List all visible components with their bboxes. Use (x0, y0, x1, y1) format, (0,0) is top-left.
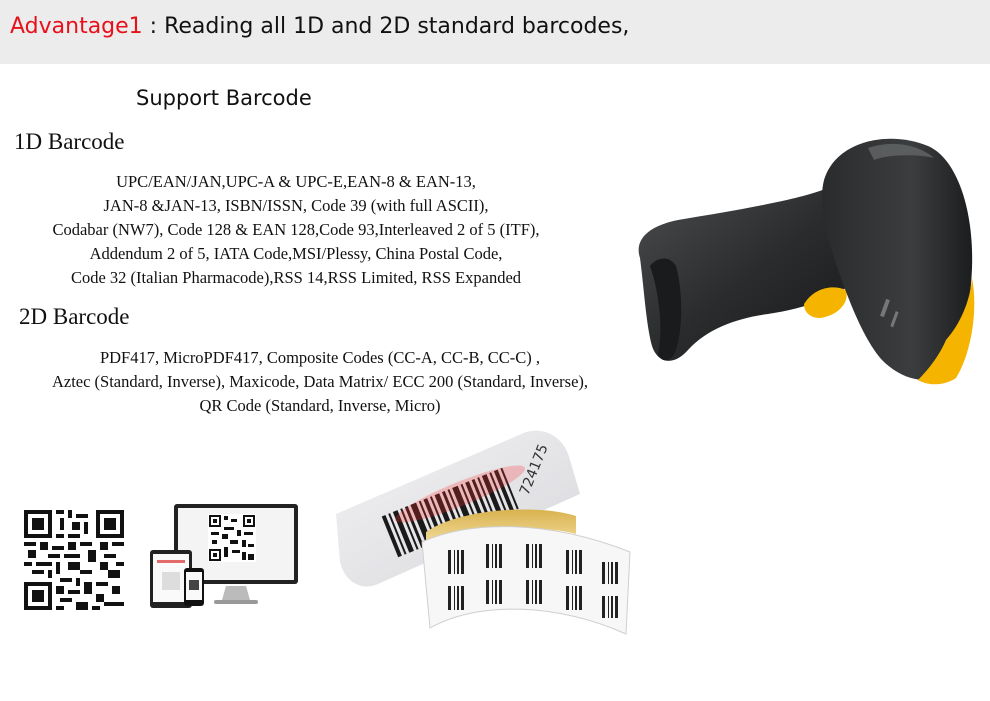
heading-1d-barcode: 1D Barcode (14, 129, 125, 154)
list-item: Code 32 (Italian Pharmacode),RSS 14,RSS … (70, 268, 522, 287)
list-item: Codabar (NW7), Code 128 & EAN 128,Code 9… (52, 220, 540, 239)
header-title: Advantage1 : Reading all 1D and 2D stand… (10, 14, 629, 39)
list-item: Aztec (Standard, Inverse), Maxicode, Dat… (51, 372, 589, 391)
advantage-label: Advantage1 (10, 14, 143, 39)
qr-code-image (24, 510, 124, 610)
barcode-labels-image: 724175 (336, 430, 631, 635)
heading-2d-barcode: 2D Barcode (19, 304, 130, 329)
list-1d-barcodes: UPC/EAN/JAN,UPC-A & UPC-E,EAN-8 & EAN-13… (0, 170, 592, 290)
support-barcode-title: Support Barcode (136, 86, 312, 110)
list-2d-barcodes: PDF417, MicroPDF417, Composite Codes (CC… (0, 346, 640, 418)
devices-image (150, 504, 298, 608)
list-item: QR Code (Standard, Inverse, Micro) (199, 396, 441, 415)
list-item: Addendum 2 of 5, IATA Code,MSI/Plessy, C… (89, 244, 503, 263)
list-item: JAN-8 &JAN-13, ISBN/ISSN, Code 39 (with … (103, 196, 489, 215)
barcode-scanner-image (638, 138, 975, 385)
list-item: UPC/EAN/JAN,UPC-A & UPC-E,EAN-8 & EAN-13… (116, 172, 476, 191)
list-item: PDF417, MicroPDF417, Composite Codes (CC… (99, 348, 541, 367)
header-bar: Advantage1 : Reading all 1D and 2D stand… (0, 0, 990, 64)
advantage-description: : Reading all 1D and 2D standard barcode… (142, 14, 630, 39)
